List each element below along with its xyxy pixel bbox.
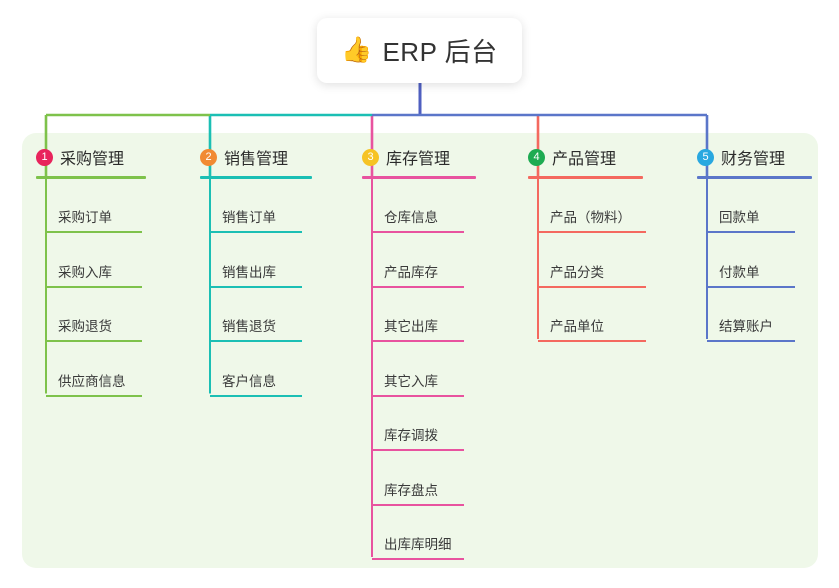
category-number-badge: 1 (36, 148, 53, 166)
category-number-badge: 5 (697, 148, 714, 166)
leaf-item[interactable]: 产品分类 (528, 261, 646, 288)
leaf-item-label: 供应商信息 (58, 373, 126, 389)
root-node[interactable]: 👍 ERP 后台 (317, 18, 522, 83)
leaf-underline (46, 231, 142, 233)
leaf-item[interactable]: 客户信息 (200, 370, 302, 397)
leaf-item[interactable]: 付款单 (697, 261, 795, 288)
category-header-5[interactable]: 5 财务管理 (697, 144, 812, 170)
leaf-item-label: 出库库明细 (384, 537, 452, 552)
leaf-underline (372, 340, 464, 342)
leaf-item[interactable]: 供应商信息 (36, 370, 142, 397)
category-label: 销售管理 (224, 151, 289, 168)
leaf-item-label: 产品分类 (550, 264, 604, 280)
leaf-underline (372, 558, 464, 560)
leaf-item[interactable]: 出库库明细 (362, 533, 464, 560)
leaf-item[interactable]: 销售订单 (200, 206, 302, 233)
category-header-3[interactable]: 3 库存管理 (362, 144, 476, 170)
leaf-item-label: 库存盘点 (384, 482, 438, 498)
leaf-underline (46, 340, 142, 342)
leaf-item[interactable]: 库存调拨 (362, 424, 464, 451)
thumbs-up-icon: 👍 (341, 36, 373, 64)
leaf-item-label: 付款单 (719, 264, 760, 280)
category-column-2: 2 销售管理销售订单销售出库销售退货客户信息 (200, 144, 312, 397)
leaf-item[interactable]: 产品（物料） (528, 206, 646, 233)
leaf-underline (707, 340, 795, 342)
leaf-item-label: 销售退货 (222, 319, 276, 334)
category-header-4[interactable]: 4 产品管理 (528, 144, 643, 170)
leaf-item[interactable]: 采购退货 (36, 315, 142, 342)
leaf-item-label: 产品库存 (384, 264, 438, 280)
leaf-item[interactable]: 销售出库 (200, 261, 302, 288)
leaf-item-label: 采购入库 (58, 264, 112, 280)
leaf-item-label: 库存调拨 (384, 428, 438, 443)
category-underline (528, 176, 643, 179)
category-underline (362, 176, 476, 179)
leaf-item-label: 销售出库 (222, 264, 276, 280)
category-column-5: 5 财务管理回款单付款单结算账户 (697, 144, 812, 342)
leaf-item-label: 回款单 (719, 210, 760, 225)
leaf-item-label: 其它入库 (384, 373, 438, 389)
leaf-underline (210, 394, 302, 397)
leaf-item[interactable]: 产品单位 (528, 315, 646, 342)
leaf-underline (538, 340, 646, 342)
leaf-item[interactable]: 其它出库 (362, 315, 464, 342)
leaf-underline (707, 231, 795, 233)
leaf-underline (372, 503, 464, 506)
leaf-item-label: 采购退货 (58, 319, 112, 334)
leaf-underline (46, 285, 142, 288)
leaf-underline (372, 394, 464, 397)
leaf-item-label: 采购订单 (58, 210, 112, 225)
category-underline (36, 176, 146, 179)
leaf-item[interactable]: 产品库存 (362, 261, 464, 288)
leaf-underline (538, 231, 646, 233)
category-number-badge: 2 (200, 148, 217, 166)
category-header-1[interactable]: 1 采购管理 (36, 144, 146, 170)
leaf-item[interactable]: 销售退货 (200, 315, 302, 342)
leaf-underline (538, 285, 646, 288)
leaf-underline (46, 394, 142, 397)
diagram-panel (22, 133, 818, 568)
category-underline (200, 176, 312, 179)
leaf-item-label: 其它出库 (384, 319, 438, 334)
leaf-item[interactable]: 结算账户 (697, 315, 795, 342)
leaf-item[interactable]: 其它入库 (362, 370, 464, 397)
leaf-item-label: 结算账户 (719, 319, 773, 334)
category-underline (697, 176, 812, 179)
leaf-underline (707, 285, 795, 288)
category-label: 库存管理 (386, 151, 451, 168)
category-header-2[interactable]: 2 销售管理 (200, 144, 312, 170)
leaf-item-label: 客户信息 (222, 373, 276, 389)
leaf-underline (372, 231, 464, 233)
leaf-item[interactable]: 采购订单 (36, 206, 142, 233)
leaf-item-label: 产品单位 (550, 319, 604, 334)
leaf-underline (210, 231, 302, 233)
category-number-badge: 3 (362, 148, 379, 166)
category-column-3: 3 库存管理仓库信息产品库存其它出库其它入库库存调拨库存盘点出库库明细 (362, 144, 476, 560)
category-number-badge: 4 (528, 148, 545, 166)
leaf-underline (210, 340, 302, 342)
category-label: 财务管理 (721, 151, 786, 168)
leaf-underline (372, 285, 464, 288)
leaf-item[interactable]: 回款单 (697, 206, 795, 233)
root-node-title: ERP 后台 (382, 37, 498, 67)
category-label: 产品管理 (552, 151, 617, 168)
leaf-item[interactable]: 库存盘点 (362, 479, 464, 506)
category-column-4: 4 产品管理产品（物料） 产品分类产品单位 (528, 144, 646, 342)
category-column-1: 1 采购管理采购订单采购入库采购退货供应商信息 (36, 144, 146, 397)
leaf-item-label: 仓库信息 (384, 210, 438, 225)
leaf-item[interactable]: 采购入库 (36, 261, 142, 288)
category-label: 采购管理 (60, 151, 125, 168)
leaf-item-label: 产品（物料） (550, 210, 631, 225)
leaf-item[interactable]: 仓库信息 (362, 206, 464, 233)
leaf-underline (210, 285, 302, 288)
leaf-underline (372, 449, 464, 451)
leaf-item-label: 销售订单 (222, 210, 276, 225)
